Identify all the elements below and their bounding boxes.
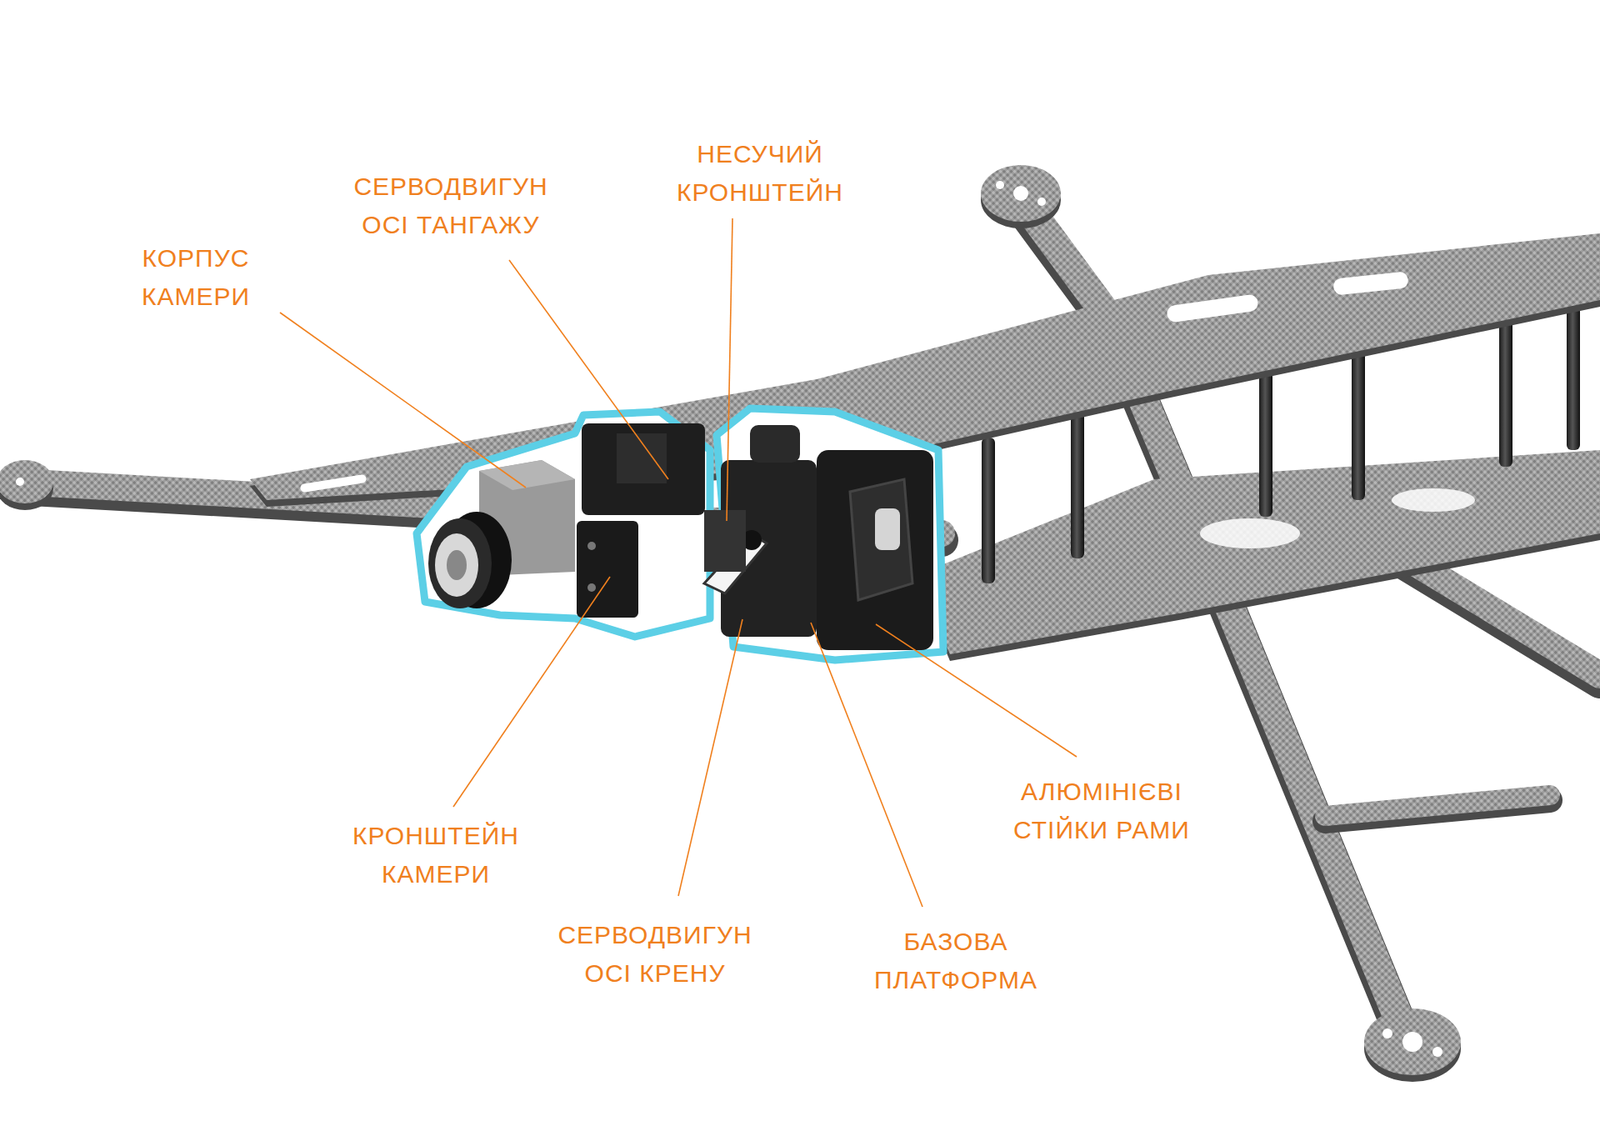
- frame-arms: [16, 186, 1600, 1049]
- gimbal: [428, 423, 934, 650]
- bottom-plate: [916, 450, 1600, 661]
- part-label: КОРПУС КАМЕРИ: [138, 239, 255, 316]
- gimbal-outline: [416, 408, 944, 660]
- part-label: КРОНШТЕЙН КАМЕРИ: [349, 816, 523, 894]
- motor-mount: [0, 165, 1461, 1082]
- part-label: НЕСУЧИЙ КРОНШТЕЙН: [673, 135, 847, 212]
- part-label: СЕРВОДВИГУН ОСІ ТАНГАЖУ: [350, 167, 552, 245]
- part-label: АЛЮМІНІЄВІ СТІЙКИ РАМИ: [1010, 772, 1194, 850]
- leader-line: [280, 218, 1077, 907]
- part-label: БАЗОВА ПЛАТФОРМА: [870, 922, 1042, 1000]
- part-label: СЕРВОДВИГУН ОСІ КРЕНУ: [554, 915, 756, 993]
